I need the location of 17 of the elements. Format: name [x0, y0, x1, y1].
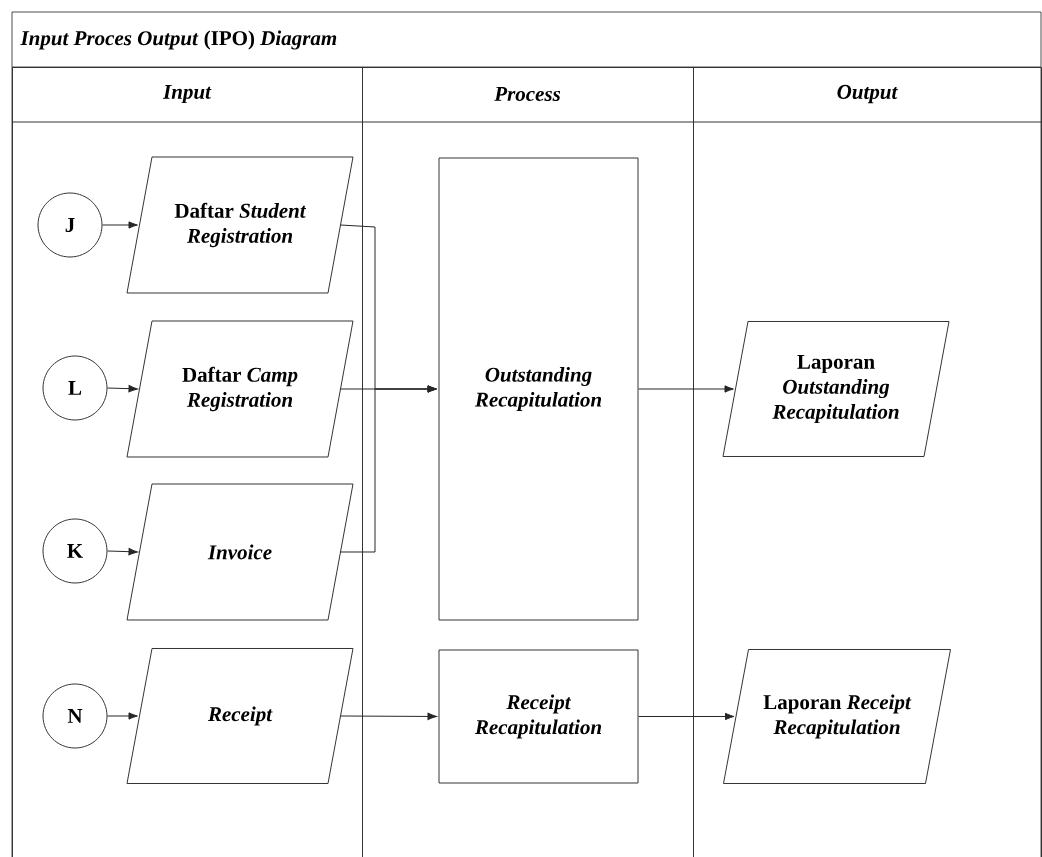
data-parallelogram: Laporan Receipt Recapitulation	[723, 649, 951, 784]
process-box: Receipt Recapitulation	[438, 649, 639, 784]
arrow	[102, 221, 138, 229]
data-parallelogram: Receipt	[126, 648, 354, 784]
arrow	[107, 712, 138, 720]
diagram-title: Input Proces Output (IPO) Diagram	[20, 30, 337, 50]
arrow	[107, 385, 138, 393]
data-parallelogram: Laporan Outstanding Recapitulation	[722, 321, 950, 457]
arrow	[340, 712, 437, 721]
data-parallelogram: Invoice	[126, 483, 354, 621]
arrow	[340, 385, 437, 553]
arrow	[638, 712, 735, 721]
process-box: Outstanding Recapitulation	[438, 157, 639, 621]
arrow	[107, 548, 138, 556]
arrow	[638, 385, 734, 393]
data-parallelogram: Daftar Student Registration	[126, 156, 354, 294]
data-parallelogram: Daftar Camp Registration	[126, 320, 354, 458]
